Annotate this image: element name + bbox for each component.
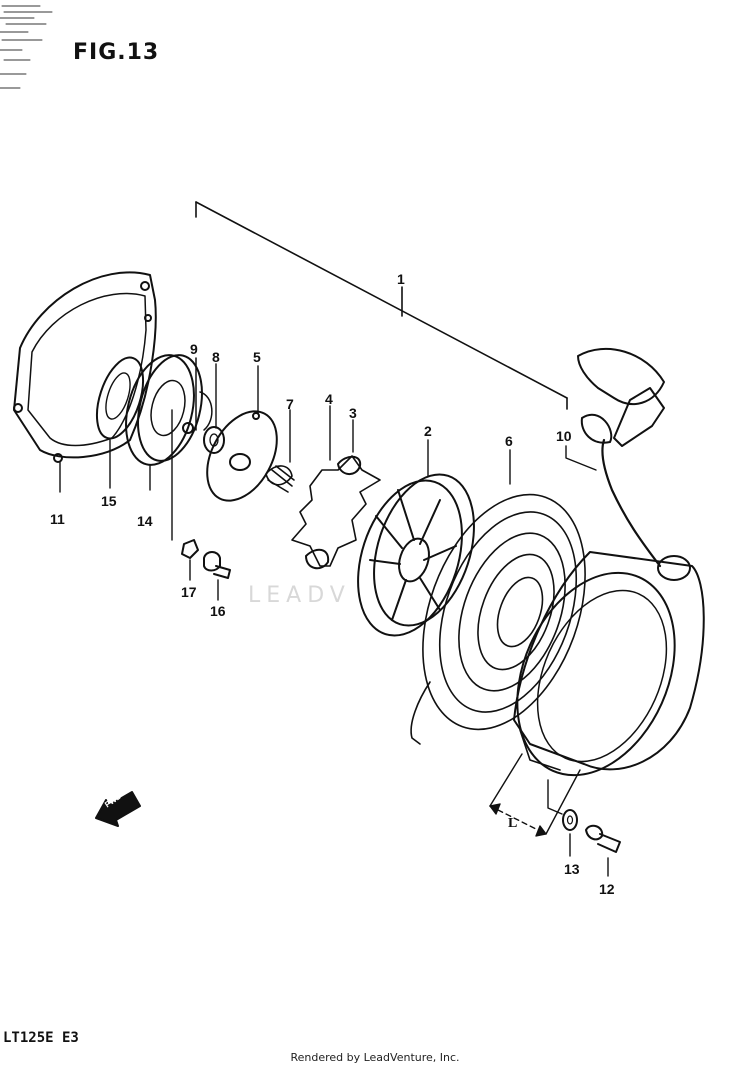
- callout-17: 17: [181, 584, 197, 600]
- callout-9: 9: [190, 341, 198, 357]
- washer-part-13: [562, 809, 578, 857]
- watermark: LEADV: [248, 583, 351, 608]
- callout-15: 15: [101, 493, 117, 509]
- dimension-label: L: [508, 816, 518, 831]
- plate-part-15: [95, 356, 145, 489]
- callout-12: 12: [599, 881, 615, 897]
- callout-13: 13: [564, 861, 580, 877]
- callout-4: 4: [325, 391, 333, 407]
- callout-10: 10: [556, 428, 572, 444]
- callout-14: 14: [137, 513, 153, 529]
- reel-part-2: [357, 439, 475, 637]
- leader-part-10: [565, 445, 597, 471]
- footer-credit: Rendered by LeadVenture, Inc.: [290, 1051, 460, 1064]
- callout-3: 3: [349, 405, 357, 421]
- dimension-L: [489, 753, 581, 837]
- callout-6: 6: [505, 433, 513, 449]
- spring-part-7: [265, 409, 295, 493]
- callout-1: 1: [397, 271, 405, 287]
- spiral-spring-part-6: [410, 449, 586, 745]
- nut-part-17: [171, 409, 199, 581]
- figure-title: FIG.13: [73, 40, 160, 65]
- callout-5: 5: [253, 349, 261, 365]
- callout-11: 11: [50, 511, 65, 527]
- assembly-bracket-line: [195, 201, 568, 410]
- ratchet-part-4: [291, 405, 381, 567]
- callout-8: 8: [212, 349, 220, 365]
- bolt-part-16: [203, 551, 231, 601]
- callout-7: 7: [286, 396, 294, 412]
- callout-16: 16: [210, 603, 226, 619]
- fwd-arrow-icon: [95, 791, 141, 827]
- pawl-part-3: [305, 419, 362, 570]
- model-code: LT125E E3: [3, 1030, 79, 1046]
- pin-part-9: [195, 357, 213, 431]
- plate-part-5: [206, 365, 278, 502]
- callout-2: 2: [424, 423, 432, 439]
- starter-housing: [513, 347, 705, 815]
- bolt-part-12: [585, 824, 621, 877]
- scan-noise: [0, 5, 53, 89]
- washer-part-8: [203, 363, 225, 454]
- gasket-part-11: [13, 271, 157, 493]
- drum-part-14: [125, 354, 203, 491]
